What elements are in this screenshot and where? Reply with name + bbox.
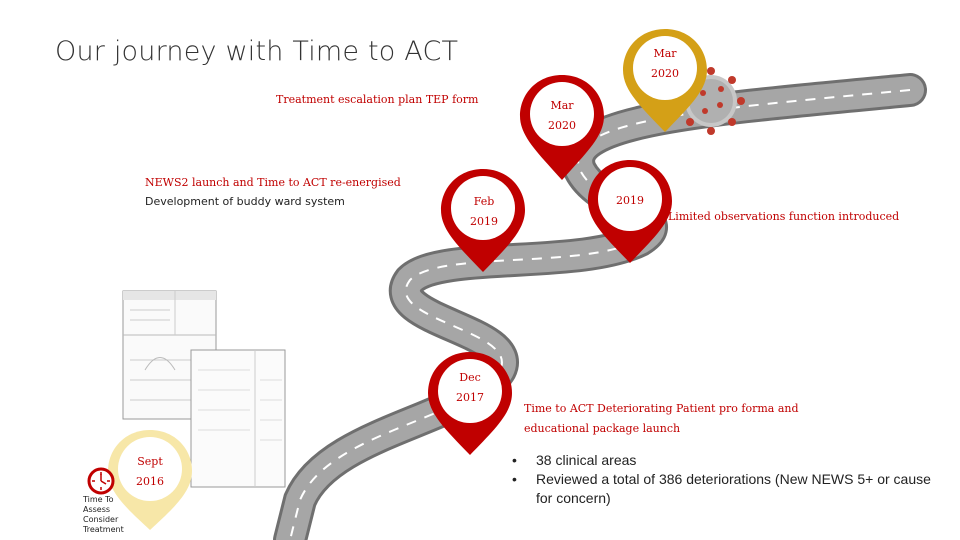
- logo-text: Time To Assess Consider Treatment: [83, 495, 124, 534]
- event-tep-form: Treatment escalation plan TEP form: [276, 93, 479, 106]
- event-news2-launch: NEWS2 launch and Time to ACT re-energise…: [145, 176, 401, 189]
- event-buddy-ward: Development of buddy ward system: [145, 195, 345, 208]
- pin-mar-2020-red: [520, 75, 604, 180]
- stats-list: •38 clinical areas •Reviewed a total of …: [512, 451, 946, 508]
- pin-mar-2020-gold: [623, 29, 707, 132]
- pin-sept-2016-cream: [108, 430, 192, 530]
- pin-dec-2017-red: [428, 352, 512, 455]
- pin-feb-2019-red: [441, 169, 525, 272]
- event-limited-obs: Limited observations function introduced: [668, 210, 900, 223]
- pin-label-2019: 2019: [616, 194, 644, 207]
- clock-logo-icon: [87, 467, 115, 495]
- pin-2019-red: [588, 160, 672, 263]
- event-pro-forma: Time to ACT Deteriorating Patient pro fo…: [524, 402, 799, 435]
- pro-forma-documents: [122, 290, 286, 488]
- list-item: •38 clinical areas: [512, 452, 637, 468]
- list-item: •Reviewed a total of 386 deteriorations …: [512, 471, 931, 506]
- page-title: Our journey with Time to ACT: [55, 36, 459, 67]
